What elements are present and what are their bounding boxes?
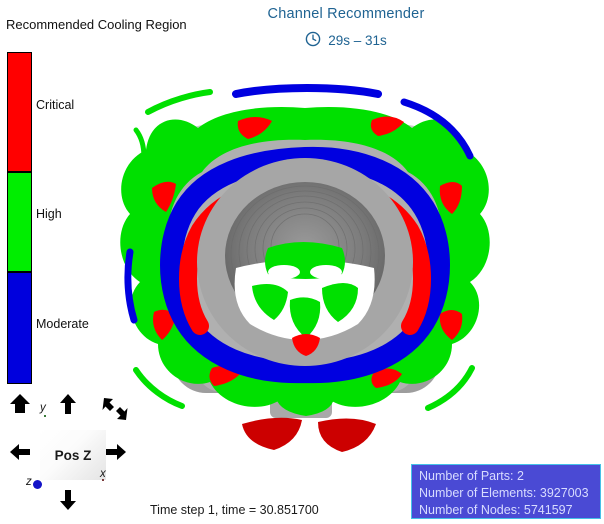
time-range-label: 29s – 31s	[328, 33, 387, 48]
legend-swatch-high	[7, 172, 32, 272]
pan-up-arrow-icon[interactable]	[60, 394, 76, 414]
mesh-bore	[197, 158, 413, 366]
page-title: Channel Recommender	[267, 6, 425, 22]
orientation-navigation-widget[interactable]: Pos Z y x z	[4, 392, 132, 514]
rotate-up-left-arrow-icon[interactable]	[8, 392, 32, 416]
axis-tick-y	[44, 415, 46, 417]
info-line-nodes: Number of Nodes: 5741597	[419, 503, 573, 517]
legend-swatch-moderate	[7, 272, 32, 384]
critical-region-accents	[152, 116, 463, 388]
bottom-region-blobs	[242, 394, 376, 452]
high-region-outer	[120, 106, 490, 411]
zoom-diagonal-arrow-icon[interactable]	[102, 396, 128, 422]
moderate-region-ring	[160, 146, 450, 384]
legend-label-critical: Critical	[36, 98, 75, 112]
camera-position-label: Pos Z	[54, 447, 92, 463]
axis-label-z: z	[26, 476, 32, 488]
model-info-box: Number of Parts: 2 Number of Elements: 3…	[411, 464, 601, 519]
legend-label-high: High	[36, 207, 62, 221]
axis-label-x: x	[100, 468, 106, 480]
axis-origin-marker-z	[33, 480, 42, 489]
legend-title: Recommended Cooling Region	[6, 17, 187, 32]
clock-icon	[305, 31, 321, 50]
pan-down-arrow-icon[interactable]	[60, 490, 76, 510]
legend-label-moderate: Moderate	[36, 317, 89, 331]
pan-left-arrow-icon[interactable]	[10, 444, 30, 460]
critical-region-ring	[179, 176, 431, 335]
info-line-elements: Number of Elements: 3927003	[419, 486, 589, 500]
axis-label-y: y	[40, 402, 46, 414]
pan-right-arrow-icon[interactable]	[106, 444, 126, 460]
camera-position-button[interactable]: Pos Z	[40, 430, 106, 480]
axis-tick-x	[102, 479, 104, 481]
timestep-status-text: Time step 1, time = 30.851700	[150, 503, 319, 517]
time-range-display: 29s – 31s	[186, 31, 506, 50]
mesh-body	[172, 125, 440, 418]
info-line-parts: Number of Parts: 2	[419, 469, 524, 483]
legend-swatch-critical	[7, 52, 32, 172]
outer-detached-arcs	[124, 84, 475, 411]
